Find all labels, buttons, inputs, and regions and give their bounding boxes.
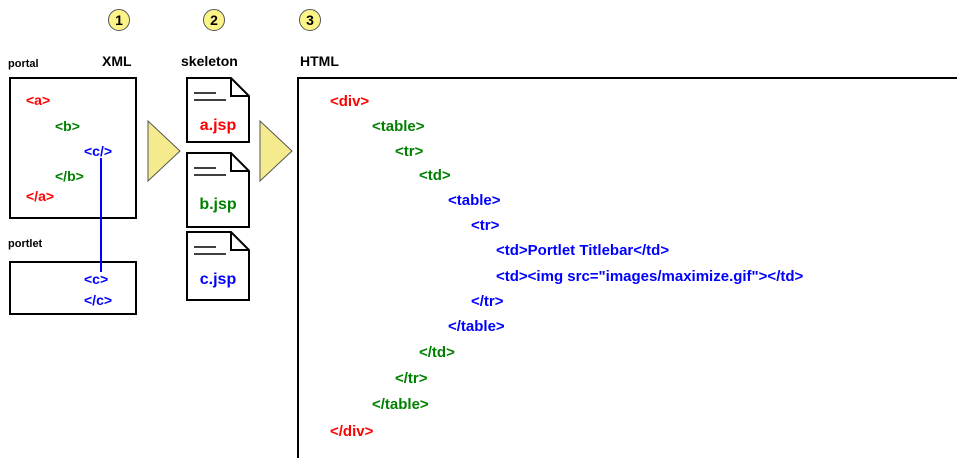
- b-jsp-label: b.jsp: [199, 196, 237, 213]
- html-line-11: </td>: [419, 344, 455, 361]
- html-line-1: <div>: [330, 93, 370, 110]
- portlet-connector-line: [100, 158, 102, 272]
- html-line-13: </table>: [372, 396, 429, 413]
- html-line-10: </table>: [448, 318, 505, 335]
- step-1-number: 1: [115, 12, 123, 28]
- html-line-4: <td>: [419, 167, 451, 184]
- html-line-6: <tr>: [471, 217, 500, 234]
- html-line-8: <td><img src="images/maximize.gif"></td>: [496, 268, 804, 285]
- html-line-3: <tr>: [395, 143, 424, 160]
- html-output-box: [297, 77, 957, 458]
- html-line-5: <table>: [448, 192, 501, 209]
- portal-tag-a-close: </a>: [26, 188, 55, 204]
- xml-heading: XML: [102, 53, 132, 69]
- portlet-label: portlet: [8, 238, 43, 250]
- html-line-2: <table>: [372, 118, 425, 135]
- step-2-number: 2: [210, 12, 218, 28]
- xml-to-skeleton-arrow: [147, 120, 181, 182]
- portal-tag-b-close: </b>: [55, 168, 84, 184]
- step-1-marker: 1: [108, 9, 130, 31]
- html-line-9: </tr>: [471, 293, 504, 310]
- portlet-xml-box: [9, 261, 137, 315]
- step-3-number: 3: [306, 12, 314, 28]
- a-jsp-label: a.jsp: [199, 117, 237, 134]
- html-line-12: </tr>: [395, 370, 428, 387]
- skeleton-to-html-arrow: [259, 120, 293, 182]
- c-jsp-label: c.jsp: [199, 271, 237, 288]
- portlet-tag-c-close: </c>: [84, 292, 113, 308]
- portal-xml-box: [9, 77, 137, 219]
- html-line-14: </div>: [330, 423, 374, 440]
- step-2-marker: 2: [203, 9, 225, 31]
- b-jsp-document: b.jsp: [186, 152, 250, 228]
- portal-tag-c-empty: <c/>: [84, 143, 113, 159]
- c-jsp-document-icon: [186, 231, 250, 301]
- c-jsp-document: c.jsp: [186, 231, 250, 301]
- portal-label: portal: [8, 58, 39, 70]
- portal-tag-b-open: <b>: [55, 118, 80, 134]
- html-heading: HTML: [300, 53, 339, 69]
- portlet-tag-c-open: <c>: [84, 271, 109, 287]
- b-jsp-document-icon: [186, 152, 250, 228]
- skeleton-heading: skeleton: [181, 53, 238, 69]
- step-3-marker: 3: [299, 9, 321, 31]
- a-jsp-document-icon: [186, 77, 250, 143]
- a-jsp-document: a.jsp: [186, 77, 250, 143]
- portal-tag-a-open: <a>: [26, 92, 51, 108]
- html-line-7: <td>Portlet Titlebar</td>: [496, 242, 670, 259]
